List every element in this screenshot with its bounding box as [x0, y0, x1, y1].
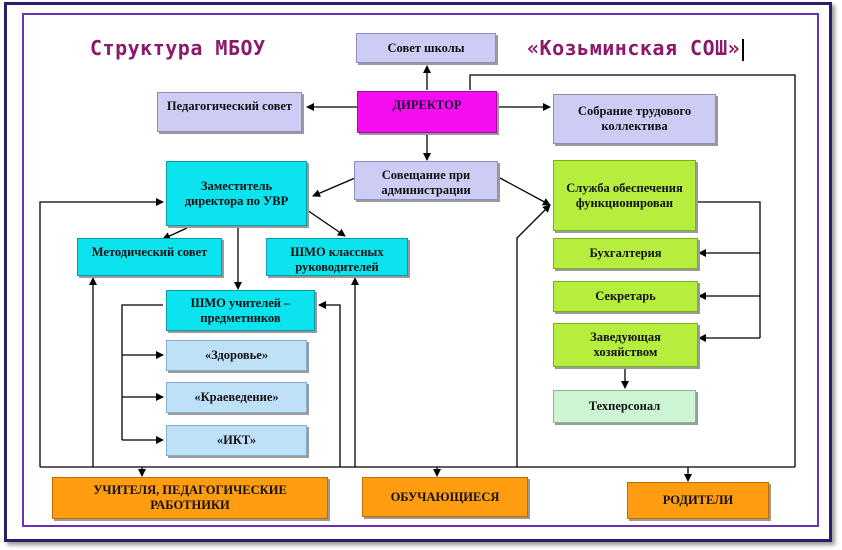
local-history-group-box: «Краеведение»	[166, 382, 307, 413]
labor-meeting-box: Собрание трудового коллектива	[553, 94, 716, 144]
diagram-title-left: Структура МБОУ	[90, 36, 266, 60]
support-service-box: Служба обеспечения функционирован	[553, 160, 696, 231]
line-shmo-bracket	[121, 304, 163, 440]
arrow-admin-support	[499, 177, 551, 206]
admin-meeting-box: Совещание при администрации	[354, 161, 498, 200]
line-director-right-loop	[469, 74, 796, 467]
diagram-title-right: «Козьминская СОШ»	[527, 36, 741, 60]
arrow-feedback-shmo-subject	[318, 301, 341, 467]
inner-frame	[22, 13, 819, 527]
outer-frame	[4, 2, 832, 542]
school-council-box: Совет школы	[356, 33, 496, 63]
text-cursor	[742, 39, 744, 61]
arrow-admin-deputy	[312, 177, 356, 197]
accounting-box: Бухгалтерия	[553, 238, 698, 269]
method-council-box: Методический совет	[77, 238, 222, 276]
arrow-feedback-support	[516, 204, 551, 467]
students-box: ОБУЧАЮЩИЕСЯ	[362, 477, 528, 517]
health-group-box: «Здоровье»	[166, 340, 307, 371]
arrow-feedback-deputy	[39, 198, 164, 467]
deputy-uvr-box: Заместитель директора по УВР	[166, 161, 307, 226]
director-box: ДИРЕКТОР	[357, 91, 497, 133]
shmo-class-box: ШМО классных руководителей	[266, 238, 408, 276]
ped-council-box: Педагогический совет	[157, 92, 302, 132]
arrow-deputy-shmo-class	[306, 209, 346, 237]
line-support-bracket	[697, 201, 761, 338]
arrow-deputy-method	[162, 227, 188, 240]
tech-staff-box: Техперсонал	[553, 390, 696, 423]
secretary-box: Секретарь	[553, 281, 698, 312]
parents-box: РОДИТЕЛИ	[627, 482, 769, 519]
ikt-group-box: «ИКТ»	[166, 425, 307, 456]
teachers-box: УЧИТЕЛЯ, ПЕДАГОГИЧЕСКИЕ РАБОТНИКИ	[52, 477, 328, 519]
shmo-subject-box: ШМО учителей – предметников	[166, 290, 315, 331]
housekeeping-box: Заведующая хозяйством	[553, 323, 698, 367]
